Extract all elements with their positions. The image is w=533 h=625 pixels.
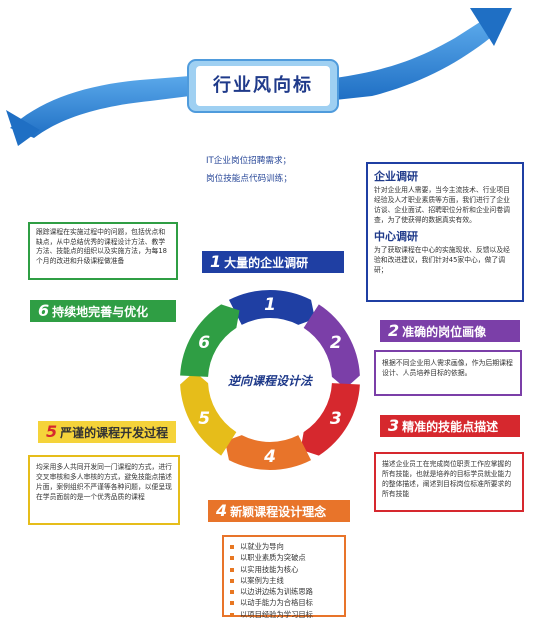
wheel-center [224,334,316,426]
step-5-text: 严谨的课程开发过程 [60,426,169,440]
portrait-box: 根据不同企业用人需求画像，作为后期课程设计、人员培养目标的依据。 [374,350,522,396]
step-4-text: 新颖课程设计理念 [230,505,327,519]
step-3-text: 精准的技能点描述 [402,420,499,434]
banner-arrows [6,8,512,146]
wheel-number-5: 5 [198,409,210,429]
step-1-text: 大量的企业调研 [224,256,309,270]
optimize-box: 跟踪课程在实施过程中的问题，包括优点和缺点，从中总结优秀的课程设计方法、教学方法… [28,222,178,280]
development-box: 均采用多人共同开发同一门课程的方式，进行交叉审核和多人审核的方式，避免技能点描述… [28,455,180,525]
banner-title: 行业风向标 [213,75,313,96]
wheel-segment-6 [180,304,240,377]
concept-item: 以职业素质为突破点 [230,552,338,563]
center-research-text: 为了获取课程在中心的实施现状、反馈以及经验和改进建议，我们针对45家中心，做了调… [374,246,510,274]
step-4-number: 4 [216,501,228,520]
wheel-segment-4 [225,435,312,471]
concept-item: 以实用技能为核心 [230,564,338,575]
optimize-text: 跟踪课程在实施过程中的问题，包括优点和缺点，从中总结优秀的课程设计方法、教学方法… [36,228,167,265]
wheel-number-3: 3 [330,409,342,429]
wheel-segment-3 [300,383,360,456]
step-6-number: 6 [38,301,50,320]
cycle-wheel: 1 2 3 4 5 6 [180,290,360,471]
portrait-text: 根据不同企业用人需求画像，作为后期课程设计、人员培养目标的依据。 [382,359,513,377]
banner-title-box: 行业风向标 [196,69,330,103]
research-title: 企业调研 [374,170,418,183]
wheel-number-1: 1 [264,295,276,315]
requirement-line-1: IT企业岗位招聘需求； [206,156,292,166]
concept-box: 以就业为导向以职业素质为突破点以实用技能为核心以案例为主线以边讲边练为训练思路以… [222,535,346,620]
wheel-number-4: 4 [263,447,276,467]
step-6-text: 持续地完善与优化 [52,305,149,319]
step-1-number: 1 [210,252,222,271]
right-arrow-head [470,8,512,46]
left-arrow [10,76,190,138]
center-research-title: 中心调研 [374,230,418,243]
step-2-text: 准确的岗位画像 [402,325,487,339]
concept-item: 以项目经验为学习目标 [230,609,338,620]
research-text: 针对企业用人需要，当今主流技术、行业项目经验及人才职业素质等方面，我们进行了企业… [374,186,510,224]
wheel-number-2: 2 [330,333,342,353]
step-3-number: 3 [388,416,400,435]
left-arrow-head [6,110,40,146]
step-5-number: 5 [46,422,58,441]
skills-text: 描述企业员工在完成岗位职责工作应掌握的所有技能，也就是培养的目标学员就业能力的整… [382,460,512,498]
wheel-segment-1 [228,290,315,325]
wheel-segment-2 [303,304,360,389]
skills-box: 描述企业员工在完成岗位职责工作应掌握的所有技能，也就是培养的目标学员就业能力的整… [374,452,524,512]
concept-item: 以动手能力为合格目标 [230,597,338,608]
research-box: 企业调研 针对企业用人需要，当今主流技术、行业项目经验及人才职业素质等方面，我们… [366,162,524,302]
wheel-number-6: 6 [198,333,210,353]
step-2-number: 2 [388,321,400,340]
wheel-segment-5 [180,371,237,456]
concept-item: 以就业为导向 [230,541,338,552]
development-text: 均采用多人共同开发同一门课程的方式，进行交叉审核和多人审核的方式，避免技能点描述… [36,463,172,501]
concept-item: 以案例为主线 [230,575,338,586]
concept-list: 以就业为导向以职业素质为突破点以实用技能为核心以案例为主线以边讲边练为训练思路以… [230,541,338,620]
center-title: 逆向课程设计法 [227,374,312,388]
right-arrow [335,22,490,100]
requirement-line-2: 岗位技能点代码训练； [206,174,292,184]
concept-item: 以边讲边练为训练思路 [230,586,338,597]
